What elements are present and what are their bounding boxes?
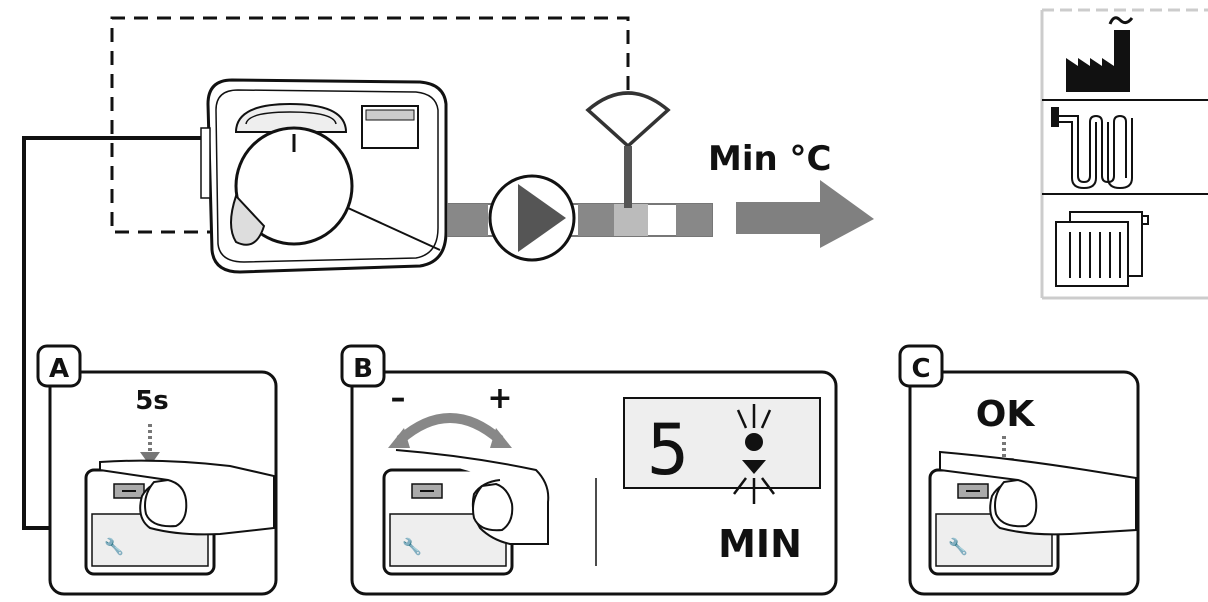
display-mode-label: MIN — [718, 522, 802, 566]
wrench-icon: 🔧 — [402, 537, 422, 556]
step-a-badge: A — [49, 354, 69, 384]
radiator-icon — [1055, 211, 1149, 287]
wrench-icon: 🔧 — [948, 537, 968, 556]
side-panel — [1040, 8, 1208, 300]
step-a-instruction: 5s — [135, 386, 169, 416]
temperature-sensor-icon — [585, 91, 671, 208]
step-c-instruction: OK — [976, 394, 1036, 435]
pipe — [447, 203, 713, 237]
wrench-icon: 🔧 — [104, 537, 124, 556]
step-a-panel: A 5s 🔧 — [36, 344, 278, 596]
controller-device — [200, 78, 448, 274]
step-c-panel: C OK 🔧 — [898, 344, 1140, 596]
increase-label: + — [487, 381, 512, 416]
step-b-badge: B — [353, 354, 373, 384]
flow-direction-arrow — [736, 180, 874, 248]
pump-icon — [488, 174, 576, 262]
dashed-control-line — [110, 16, 630, 234]
blinking-indicator-icon — [733, 404, 775, 504]
decrease-label: – — [391, 381, 406, 416]
step-b-panel: B – + 🔧 5 MIN — [340, 344, 838, 596]
display-digit: 5 — [647, 409, 689, 491]
floor-heating-icon — [1051, 107, 1133, 190]
rotate-arrow-icon — [396, 413, 504, 444]
factory-icon — [1066, 16, 1134, 92]
step-c-badge: C — [911, 354, 930, 384]
output-temperature-label: Min °C — [708, 139, 831, 179]
